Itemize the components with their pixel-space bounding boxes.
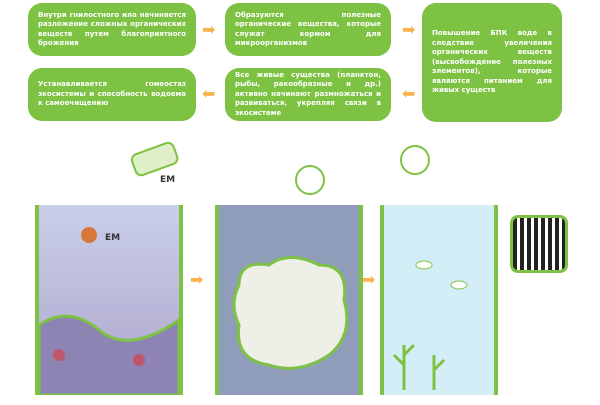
cloud-illustration [232,256,349,370]
em-label: EM [105,233,121,243]
bottle-icon [130,141,179,177]
arrow-right-icon: ➡ [362,270,376,289]
step-text: Образуются полезные органические веществ… [235,10,381,48]
step-5-box: Устанавливается гомеостаз экосистемы и с… [28,68,196,121]
arrow-right-icon: ➡ [402,20,416,39]
step-text: Внутри гнилостного ила начинается разлож… [38,10,186,48]
arrow-left-icon: ⬅ [402,84,416,103]
arrow-right-icon: ➡ [190,270,204,289]
step-text: Устанавливается гомеостаз экосистемы и с… [38,80,186,108]
step-2-box: Образуются полезные органические веществ… [225,3,391,56]
em-label: EM [160,175,176,185]
step-3-box: Повышение БПК воде в следствие увеличени… [422,3,562,122]
arrow-left-icon: ⬅ [202,84,216,103]
panel-polluted-water [35,205,183,397]
step-text: Повышение БПК воде в следствие увеличени… [432,29,552,95]
qr-code[interactable] [510,215,568,273]
happy-character-icon [400,145,430,175]
panel-clean-water [380,205,498,395]
step-1-box: Внутри гнилостного ила начинается разлож… [28,3,196,56]
step-4-box: Все живые существа (планктон, рыбы, рако… [225,68,391,121]
arrow-right-icon: ➡ [202,20,216,39]
plants-illustration [392,260,468,390]
character-icon [295,165,325,195]
sludge-illustration [37,227,181,397]
step-text: Все живые существа (планктон, рыбы, рако… [235,70,381,117]
panel-decomposition [215,205,363,395]
